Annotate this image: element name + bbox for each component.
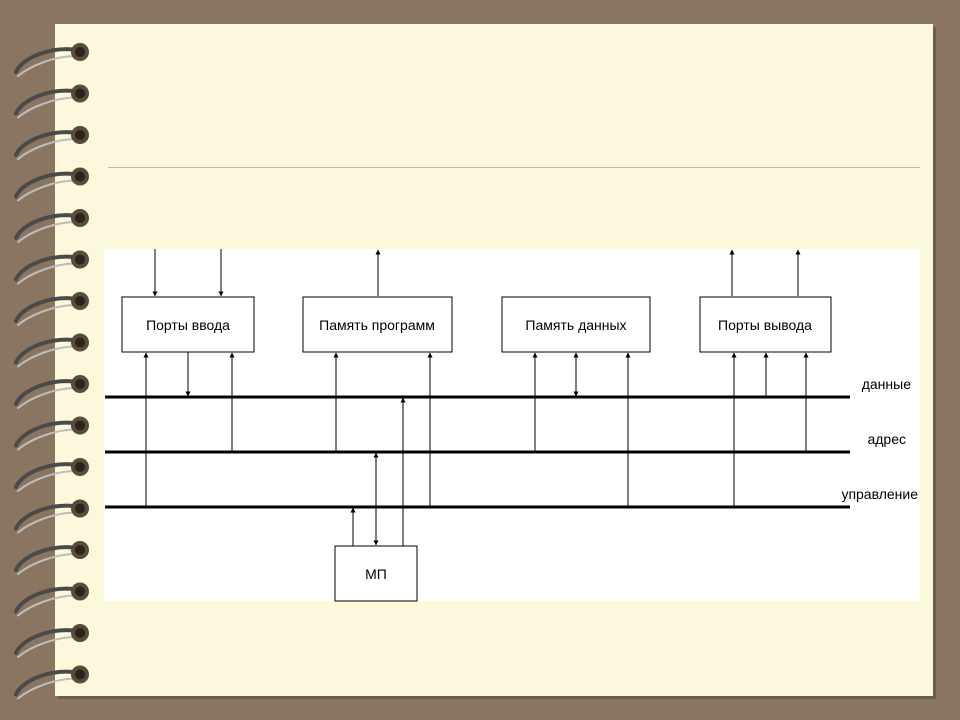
address-bus-label: адрес [867, 431, 906, 447]
output-ports-label: Порты вывода [718, 317, 812, 333]
control-bus-label: управление [841, 486, 918, 502]
program-memory-block: Память программ [302, 296, 453, 353]
spiral-ring [14, 43, 89, 77]
spiral-ring [14, 499, 89, 534]
spiral-ring [14, 250, 89, 285]
input-ports-label: Порты ввода [146, 317, 230, 333]
output-ports-block: Порты вывода [699, 296, 832, 353]
spiral-ring [14, 582, 89, 617]
spiral-ring [14, 541, 89, 575]
title-rule [108, 167, 920, 168]
spiral-ring [14, 665, 89, 700]
data-memory-label: Память данных [525, 317, 626, 333]
data-memory-block: Память данных [501, 296, 651, 353]
spiral-ring [14, 209, 89, 243]
data-bus-label: данные [862, 376, 911, 392]
spiral-ring [14, 84, 89, 119]
spiral-ring [14, 375, 89, 409]
spiral-ring [14, 167, 89, 202]
spiral-ring [14, 624, 89, 658]
spiral-ring [14, 333, 89, 368]
spiral-ring [14, 126, 89, 160]
mp-block: МП [334, 545, 418, 602]
spiral-ring [14, 292, 89, 326]
spiral-binding [14, 43, 89, 700]
input-ports-block: Порты ввода [121, 296, 255, 353]
spiral-ring [14, 458, 89, 492]
program-memory-label: Память программ [319, 317, 435, 333]
mp-label: МП [365, 566, 387, 582]
spiral-ring [14, 416, 89, 451]
